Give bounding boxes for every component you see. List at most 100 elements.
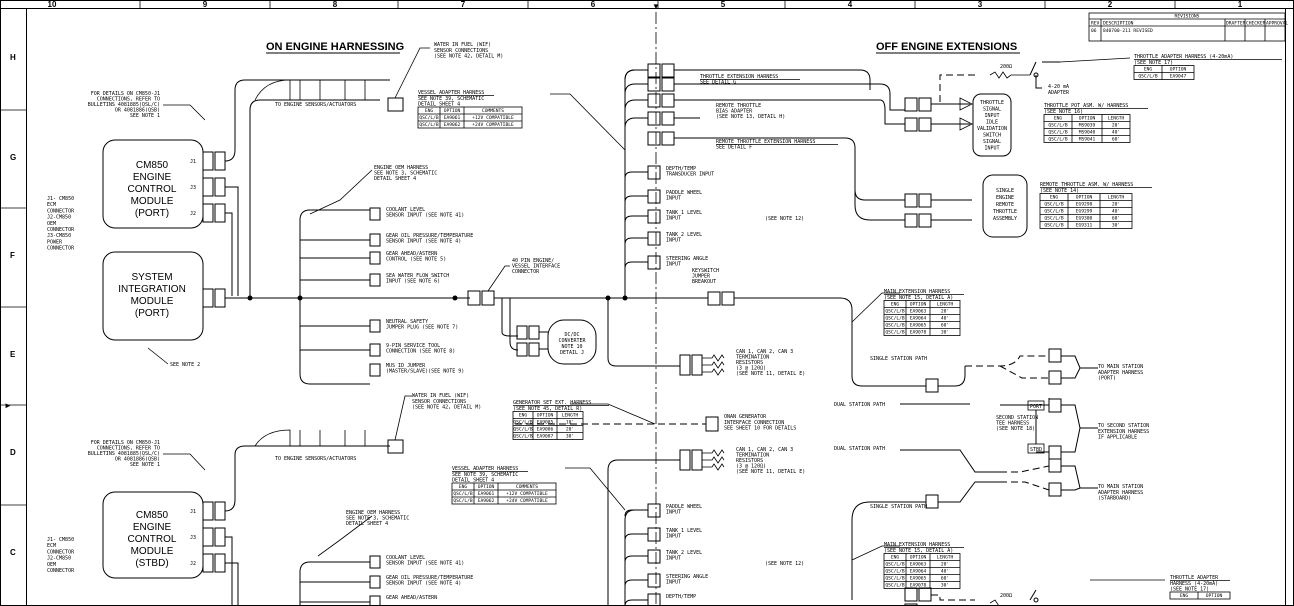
see-note-12-top: (SEE NOTE 12) (765, 216, 804, 222)
details-top-2: BULLETINS 4081885(QSL/C) (88, 102, 160, 108)
vessel-bottom-note-1: DETAIL SHEET 4 (452, 478, 494, 484)
remote-throttle-asm-cell-3-2: 30' (1112, 223, 1120, 229)
center-input-connector (647, 573, 661, 588)
center-bottom-input-4-0: DEPTH/TEMP (666, 594, 696, 600)
dcdc-converter (547, 319, 597, 365)
throttle-pot-header-2: LENGTH (1108, 116, 1125, 122)
zone-left-F: F (10, 251, 15, 260)
center-bottom-input-2-1: INPUT (666, 556, 681, 562)
bottom-node (1033, 597, 1039, 603)
ecm-stbd-line-4: (STBD) (135, 558, 168, 569)
main-ext-top-cell-1-1: EA9064 (910, 316, 927, 322)
remote-throttle-asm-frame (1039, 193, 1133, 229)
second-tee-2: (SEE NOTE 18) (996, 426, 1035, 432)
adapter-leader (1059, 57, 1131, 63)
main-ext-bottom-note-0: (SEE NOTE 15, DETAIL A) (884, 548, 953, 554)
stbd-label: STBD (1030, 447, 1042, 453)
sim-port-line-3: (PORT) (135, 308, 169, 319)
wif-top-0: WATER IN FUEL (WIF) (434, 42, 491, 48)
oem-connector (369, 595, 381, 606)
throttle-signal-5: SWITCH (983, 133, 1001, 139)
connectors-top-note: J1- CM850ECMCONNECTORJ2-CM850OEMCONNECTO… (47, 196, 75, 252)
adapter-node (1033, 72, 1039, 78)
to-second-0: TO SECOND STATION (1098, 423, 1149, 429)
remote-throttle-asm-cell-2-2: 60' (1112, 216, 1120, 222)
oem-item-top-4-0: NEUTRAL SAFETY (386, 319, 428, 325)
throttle-pot-cell-1-2: 40' (1112, 130, 1120, 136)
ecm-port-line-1: ENGINE (133, 172, 172, 183)
rev-header-approval: APPROVAL (1266, 21, 1288, 27)
conn-top-0: J1- CM850 (47, 196, 74, 202)
zone-top-2: 2 (1108, 0, 1113, 9)
main-ext-bottom-cell-0-1: EA9063 (910, 562, 927, 568)
main-ext-line (734, 297, 926, 387)
bottom-switch (1029, 589, 1037, 601)
vessel-top-header-2: COMMENTS (482, 108, 504, 114)
main-ext-bottom-header-1: OPTION (910, 555, 927, 561)
dcdc-0: DC/DC (564, 332, 579, 338)
remote-ext-0: REMOTE THROTTLE EXTENSION HARNESS (716, 139, 815, 145)
main-ext-bottom-cell-2-2: 60' (941, 576, 949, 582)
sig-arrows (959, 97, 973, 131)
center-input-branch (624, 237, 648, 245)
rev-row-rev: 06 (1091, 28, 1097, 34)
resistor-line (931, 74, 975, 105)
throttle-pot-note-0: (SEE NOTE 16) (1044, 109, 1083, 115)
remote-ext-connector (661, 131, 675, 146)
oem-connector (369, 363, 381, 377)
genset-cell-2-2: 30' (566, 434, 574, 440)
dcdc-3: DETAIL J (560, 350, 584, 356)
throttle-connector (647, 93, 661, 108)
remote-throttle-asm-cell-2-1: EG9300 (1076, 216, 1093, 222)
wif-top-label: WATER IN FUEL (WIF)SENSOR CONNECTIONS(SE… (434, 42, 503, 60)
vessel-bottom-cell-0-0: QSC/L/B (453, 491, 473, 497)
vessel-top-cell-1-2: +24V COMPATIBLE (472, 122, 514, 128)
throttle-adapter-bottom-header-1: OPTION (1206, 593, 1223, 599)
to-second-2: IF APPLICABLE (1098, 435, 1137, 441)
conn-bottom-3: J2-CM850 (47, 556, 71, 562)
zone-top-4: 4 (848, 0, 853, 9)
to-main-stbd-2: (STARBOARD) (1098, 496, 1131, 502)
details-bottom-1: CONNECTIONS, REFER TO (97, 446, 160, 452)
center-input-connector (647, 209, 661, 224)
zone-left-G: G (10, 153, 16, 162)
throttle-pot-cell-1-0: QSC/L/B (1048, 130, 1068, 136)
center-top-input-4-1: INPUT (666, 262, 681, 268)
zone-top-3: 3 (978, 0, 983, 9)
to-main-port-1: ADAPTER HARNESS (1098, 370, 1143, 376)
right-top-section: THROTTLESIGNALINPUTIDLEVALIDATIONSWITCHS… (734, 54, 1282, 460)
center-input-connector (647, 231, 661, 246)
genset-harness: GENERATOR SET EXT. HARNESS(SEE NOTE 45, … (512, 400, 609, 440)
engine-sensors-top: TO ENGINE SENSORS/ACTUATORS (275, 102, 356, 108)
remote-throttle-asm-header-1: OPTION (1076, 195, 1093, 201)
dcdc-2: NOTE 10 (561, 344, 582, 350)
remote-throttle-asm-cell-1-2: 40' (1112, 209, 1120, 215)
dual-path-bottom: DUAL STATION PATH (834, 446, 885, 452)
throttle-adapter-bottom-title: THROTTLE ADAPTER (1170, 575, 1219, 581)
path-connector (925, 378, 939, 393)
bottom-resistor (989, 599, 1000, 606)
throttle-ext-1: SEE DETAIL G (700, 80, 736, 86)
engine-sensors-bottom: TO ENGINE SENSORS/ACTUATORS (275, 456, 356, 462)
can-top-2: RESISTORS (736, 360, 763, 366)
stbd-connector (1048, 458, 1062, 473)
vessel-top-cell-1-1: EA9062 (444, 122, 461, 128)
throttle-pot-header-0: ENG (1054, 116, 1063, 122)
ecm-port-line-3: MODULE (131, 196, 174, 207)
throttle-pot-cell-2-2: 60' (1112, 137, 1120, 143)
sig-connector (904, 97, 918, 112)
throttle-adapter-title: THROTTLE ADAPTER HARNESS (4-20mA) (1134, 54, 1233, 60)
ecm-stbd-j3: J3 (190, 535, 196, 541)
remote-throttle-asm-header-2: LENGTH (1108, 195, 1125, 201)
conn-bottom-5: CONNECTOR (47, 568, 75, 574)
second-tee-0: SECOND STATION (996, 415, 1038, 421)
remote-throttle-asm-cell-2-0: QSC/L/B (1044, 216, 1064, 222)
vessel-top-note-0: SEE NOTE 39, SCHEMATIC (418, 96, 484, 102)
